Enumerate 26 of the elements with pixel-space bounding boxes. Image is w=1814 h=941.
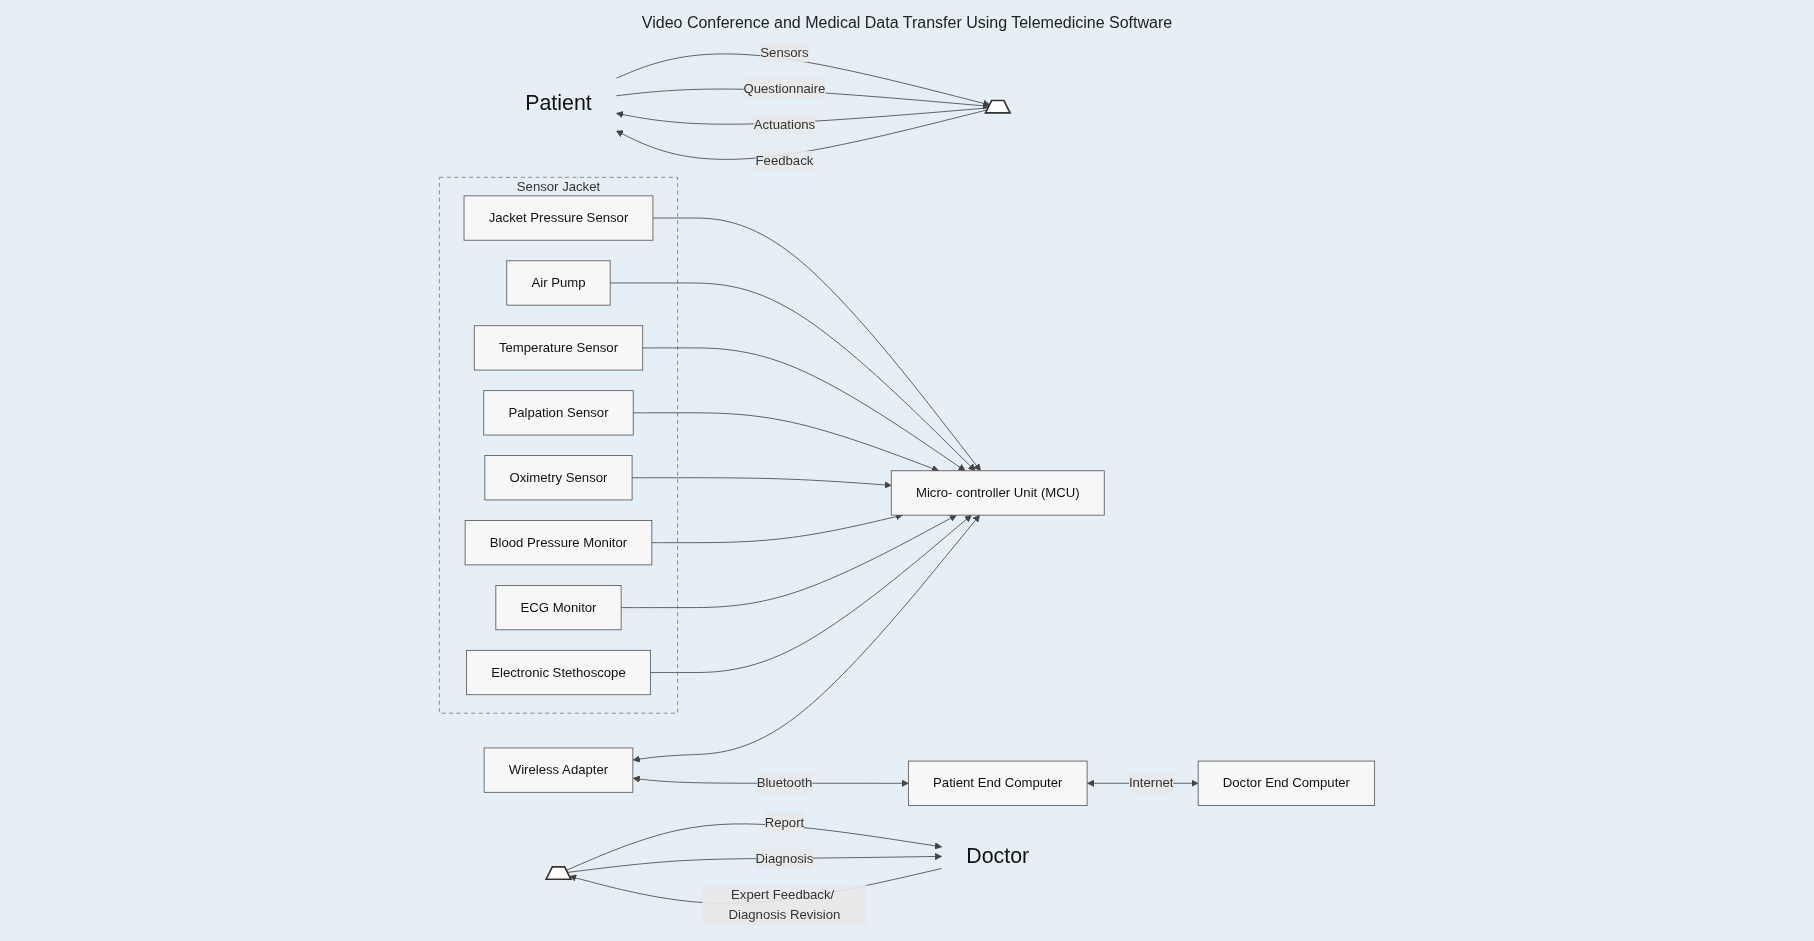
note-text: Video Conference and Medical Data Transfer Using Telemedicine Software: [641, 14, 1173, 32]
node-text: Doctor: [966, 842, 1030, 868]
node-box: Wireless Adapter: [483, 747, 634, 793]
node-bar: [984, 99, 1012, 114]
node-text: Patient: [525, 89, 592, 115]
edge-label: Sensors: [760, 45, 809, 60]
edge-label: Feedback: [755, 153, 814, 168]
node-box: ECG Monitor: [495, 585, 622, 631]
node-box: Oximetry Sensor: [484, 455, 633, 501]
node-box: Temperature Sensor: [473, 325, 644, 371]
edge-label: Bluetooth: [756, 775, 813, 790]
node-box: Air Pump: [506, 260, 611, 306]
node-bar: [544, 866, 573, 881]
edge-label: Internet: [1128, 775, 1174, 790]
node-box: Blood Pressure Monitor: [464, 520, 653, 566]
edge-label: Diagnosis: [755, 851, 814, 866]
node-box: Electronic Stethoscope: [466, 649, 651, 696]
edge-label: Report: [764, 815, 805, 830]
node-box: Palpation Sensor: [483, 390, 634, 436]
node-box: Jacket Pressure Sensor: [463, 195, 654, 241]
node-box: Doctor End Computer: [1197, 760, 1376, 806]
node-box: Micro- controller Unit (MCU): [890, 470, 1105, 516]
edge-label: Expert Feedback/ Diagnosis Revision: [728, 887, 841, 922]
edge-label: Questionnaire: [743, 81, 826, 96]
node-box: Patient End Computer: [908, 760, 1088, 806]
edge-label: Actuations: [753, 117, 816, 132]
